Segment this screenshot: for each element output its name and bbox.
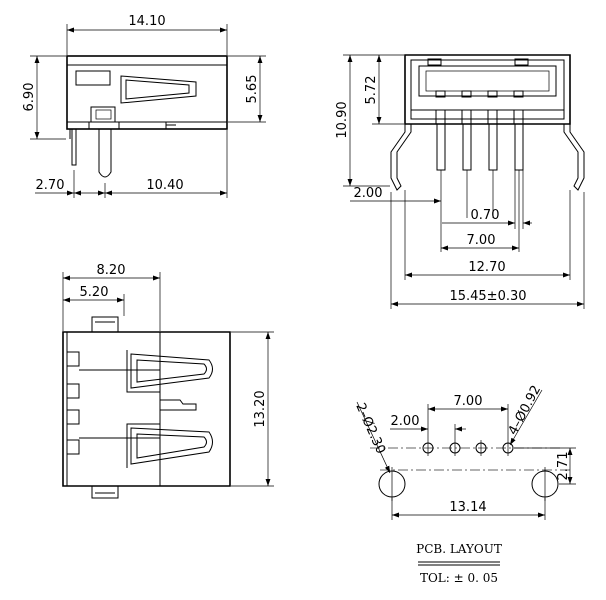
top-view-dim-width-a: 8.20: [62, 263, 161, 331]
notes: PCB. LAYOUT TOL: ± 0. 05: [416, 542, 502, 585]
dim-pcb-pitch-small: 2.00: [391, 414, 420, 429]
front-view-dim-body-width: 12.70: [404, 190, 571, 280]
top-view: 8.20 5.20 13.20: [62, 263, 274, 499]
side-view-body: [66, 55, 228, 178]
pcb-dim-pitch-total: 7.00: [427, 394, 509, 440]
side-view-dim-height-right: 5.65: [228, 55, 266, 123]
top-view-body: [62, 316, 231, 499]
top-view-dim-width-b: 5.20: [63, 285, 125, 316]
dim-side-length: 10.40: [146, 178, 183, 193]
dim-top-height: 13.20: [253, 390, 268, 427]
dim-side-width: 14.10: [128, 14, 165, 29]
pcb-dim-pitch-small: 2.00: [390, 414, 466, 440]
dim-front-height-upper: 5.72: [364, 76, 379, 105]
pcb-dim-mount-spacing: 13.14: [391, 498, 546, 520]
front-view-dim-pin-width: 0.70: [442, 170, 532, 229]
side-view-dim-width: 14.10: [66, 14, 228, 55]
front-view-dim-overall-width: 15.45±0.30: [390, 192, 585, 309]
front-view-dim-height-upper: 5.72: [364, 55, 404, 125]
dim-pcb-pitch-total: 7.00: [454, 394, 483, 409]
dim-front-pin-pitch: 7.00: [467, 233, 496, 248]
pcb-layout-title: PCB. LAYOUT: [416, 542, 502, 556]
dim-front-pin-offset: 2.00: [354, 186, 383, 201]
side-view-dim-bottom: 2.70 10.40: [35, 130, 228, 198]
front-view: 10.90 5.72 2.00 0.70 7.00: [335, 54, 585, 309]
front-view-body: [390, 54, 585, 191]
side-view: 14.10 6.90 5.65 2.70 10.40: [22, 14, 266, 198]
pcb-pin-holes: [422, 440, 514, 456]
tolerance-note: TOL: ± 0. 05: [420, 571, 498, 585]
pcb-layout: 7.00 2.00 4–Ø0.92 2–Ø2.30 2.71 13.14: [352, 383, 576, 520]
front-view-dim-height-total: 10.90: [335, 54, 404, 187]
dim-side-offset: 2.70: [36, 178, 65, 193]
top-view-dim-height: 13.20: [231, 331, 274, 487]
dim-front-height-total: 10.90: [335, 101, 350, 138]
dim-pcb-mount-spacing: 13.14: [449, 500, 486, 515]
side-view-dim-height-left: 6.90: [22, 55, 66, 140]
pcb-dim-hole-offset: 2.71: [514, 447, 576, 485]
dim-side-height-right: 5.65: [245, 75, 260, 104]
dim-front-pin-width: 0.70: [471, 208, 500, 223]
pcb-dim-mount-hole: 2–Ø2.30: [352, 401, 391, 474]
front-view-dim-pin-pitch: 7.00: [441, 233, 519, 251]
dim-side-height-left: 6.90: [22, 83, 37, 112]
dim-front-body-width: 12.70: [468, 260, 505, 275]
pcb-mount-holes: [378, 467, 559, 501]
dim-pcb-pin-hole: 4–Ø0.92: [506, 383, 545, 438]
dim-top-width-a: 8.20: [97, 263, 126, 278]
front-view-dim-pin-offset: 2.00: [350, 170, 520, 252]
dim-front-overall-width: 15.45±0.30: [449, 289, 526, 304]
dim-top-width-b: 5.20: [80, 285, 109, 300]
pcb-centerlines: [370, 447, 570, 471]
pcb-dim-pin-hole: 4–Ø0.92: [506, 383, 545, 446]
dim-pcb-hole-offset: 2.71: [556, 452, 571, 481]
